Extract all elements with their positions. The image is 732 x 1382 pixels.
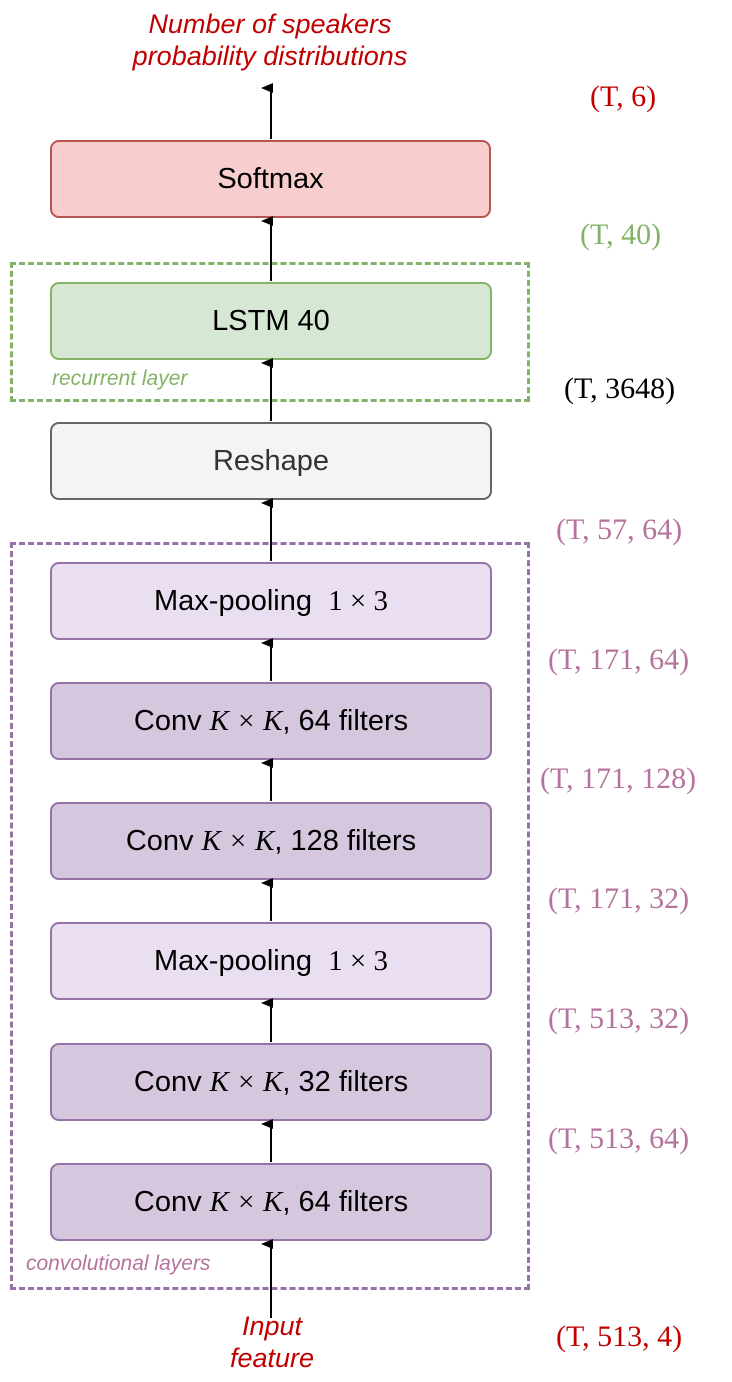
input-label: Input feature xyxy=(172,1310,372,1374)
reshape-label: Reshape xyxy=(212,444,330,477)
shape-lstm-out: (T, 40) xyxy=(580,218,662,251)
shape-output: (T, 6) xyxy=(590,80,657,113)
softmax-label: Softmax xyxy=(217,162,324,195)
input-label-line1: Input xyxy=(241,1311,303,1341)
max-pooling-bottom-text: Max-pooling xyxy=(154,944,312,977)
conv-128-math: K × K xyxy=(201,824,275,857)
shape-conv32-out: (T, 513, 32) xyxy=(548,1002,690,1035)
conv-64-top-post: , 64 filters xyxy=(282,704,409,737)
conv-64-top-math: K × K xyxy=(209,704,283,737)
shape-reshape-out: (T, 3648) xyxy=(564,372,676,405)
shape-conv128-out: (T, 171, 128) xyxy=(540,762,697,795)
conv-64-bottom-post: , 64 filters xyxy=(282,1185,409,1218)
softmax-block: Softmax xyxy=(50,140,491,218)
recurrent-layer-label: recurrent layer xyxy=(52,367,188,390)
shape-pool-bottom-out: (T, 171, 32) xyxy=(548,882,690,915)
output-label-line2: probability distributions xyxy=(132,41,408,71)
convolutional-layers-label: convolutional layers xyxy=(26,1252,211,1275)
shape-conv64-bottom-out: (T, 513, 64) xyxy=(548,1122,690,1155)
max-pooling-bottom-math: 1 × 3 xyxy=(328,944,388,977)
max-pooling-top-math: 1 × 3 xyxy=(328,584,388,617)
max-pooling-top-text: Max-pooling xyxy=(154,584,312,617)
conv-32-post: , 32 filters xyxy=(282,1065,409,1098)
shape-pool-top-out: (T, 57, 64) xyxy=(556,513,683,546)
conv-64-bottom-pre: Conv xyxy=(133,1185,202,1218)
conv-64-block-bottom: Conv K × K, 64 filters xyxy=(50,1163,492,1241)
conv-32-math: K × K xyxy=(209,1065,283,1098)
conv-128-pre: Conv xyxy=(125,824,194,857)
output-label: Number of speakers probability distribut… xyxy=(100,8,440,72)
input-label-line2: feature xyxy=(229,1343,315,1373)
shape-conv64-top-out: (T, 171, 64) xyxy=(548,643,690,676)
shape-input: (T, 513, 4) xyxy=(556,1320,683,1353)
lstm-label: LSTM 40 xyxy=(212,304,330,337)
conv-32-pre: Conv xyxy=(133,1065,202,1098)
max-pooling-block-bottom: Max-pooling 1 × 3 xyxy=(50,922,492,1000)
conv-64-bottom-math: K × K xyxy=(209,1185,283,1218)
conv-128-block: Conv K × K, 128 filters xyxy=(50,802,492,880)
conv-32-block: Conv K × K, 32 filters xyxy=(50,1043,492,1121)
conv-64-block-top: Conv K × K, 64 filters xyxy=(50,682,492,760)
output-label-line1: Number of speakers xyxy=(148,9,392,39)
conv-128-post: , 128 filters xyxy=(274,824,417,857)
conv-64-top-pre: Conv xyxy=(133,704,202,737)
